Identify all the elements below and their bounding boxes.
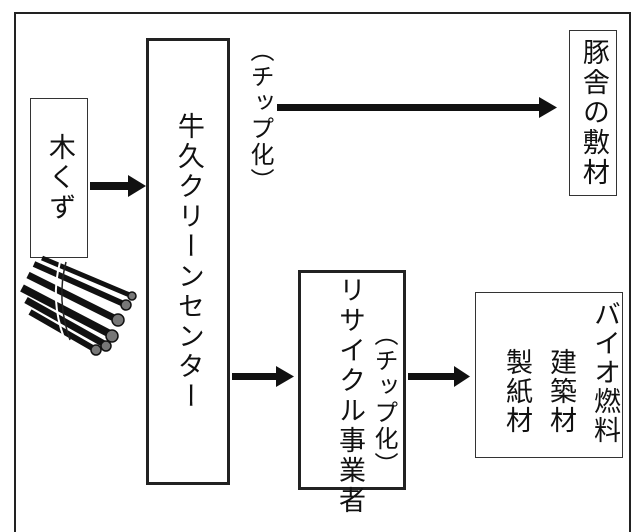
recycler-label: リサイクル事業者	[334, 276, 365, 516]
arrow-recycler-to-products	[408, 366, 470, 387]
pig-bedding-label: 豚舎の敷材	[577, 38, 609, 188]
cleancenter-label: 牛久クリーンセンター	[172, 111, 204, 412]
wood-waste-box: 木くず	[30, 98, 88, 258]
product-biofuel: バイオ燃料	[589, 300, 620, 445]
recycler-box	[298, 270, 406, 490]
diagram-frame	[14, 12, 631, 532]
product-paper: 製紙材	[501, 348, 532, 435]
products-box	[475, 292, 623, 458]
product-building: 建築材	[545, 348, 576, 435]
chip-label-bottom: （チップ化）	[370, 322, 398, 478]
arrow-center-to-pig	[277, 97, 557, 118]
cleancenter-box: 牛久クリーンセンター	[146, 38, 230, 485]
arrow-center-to-recycler	[232, 366, 294, 387]
diagram-arrows	[20, 97, 557, 387]
arrow-wood-to-center	[90, 175, 146, 197]
wood-bundle-icon	[20, 255, 137, 356]
chip-label-top: （チップ化）	[246, 38, 274, 194]
pig-bedding-box: 豚舎の敷材	[569, 30, 617, 196]
wood-waste-label: 木くず	[43, 133, 75, 223]
